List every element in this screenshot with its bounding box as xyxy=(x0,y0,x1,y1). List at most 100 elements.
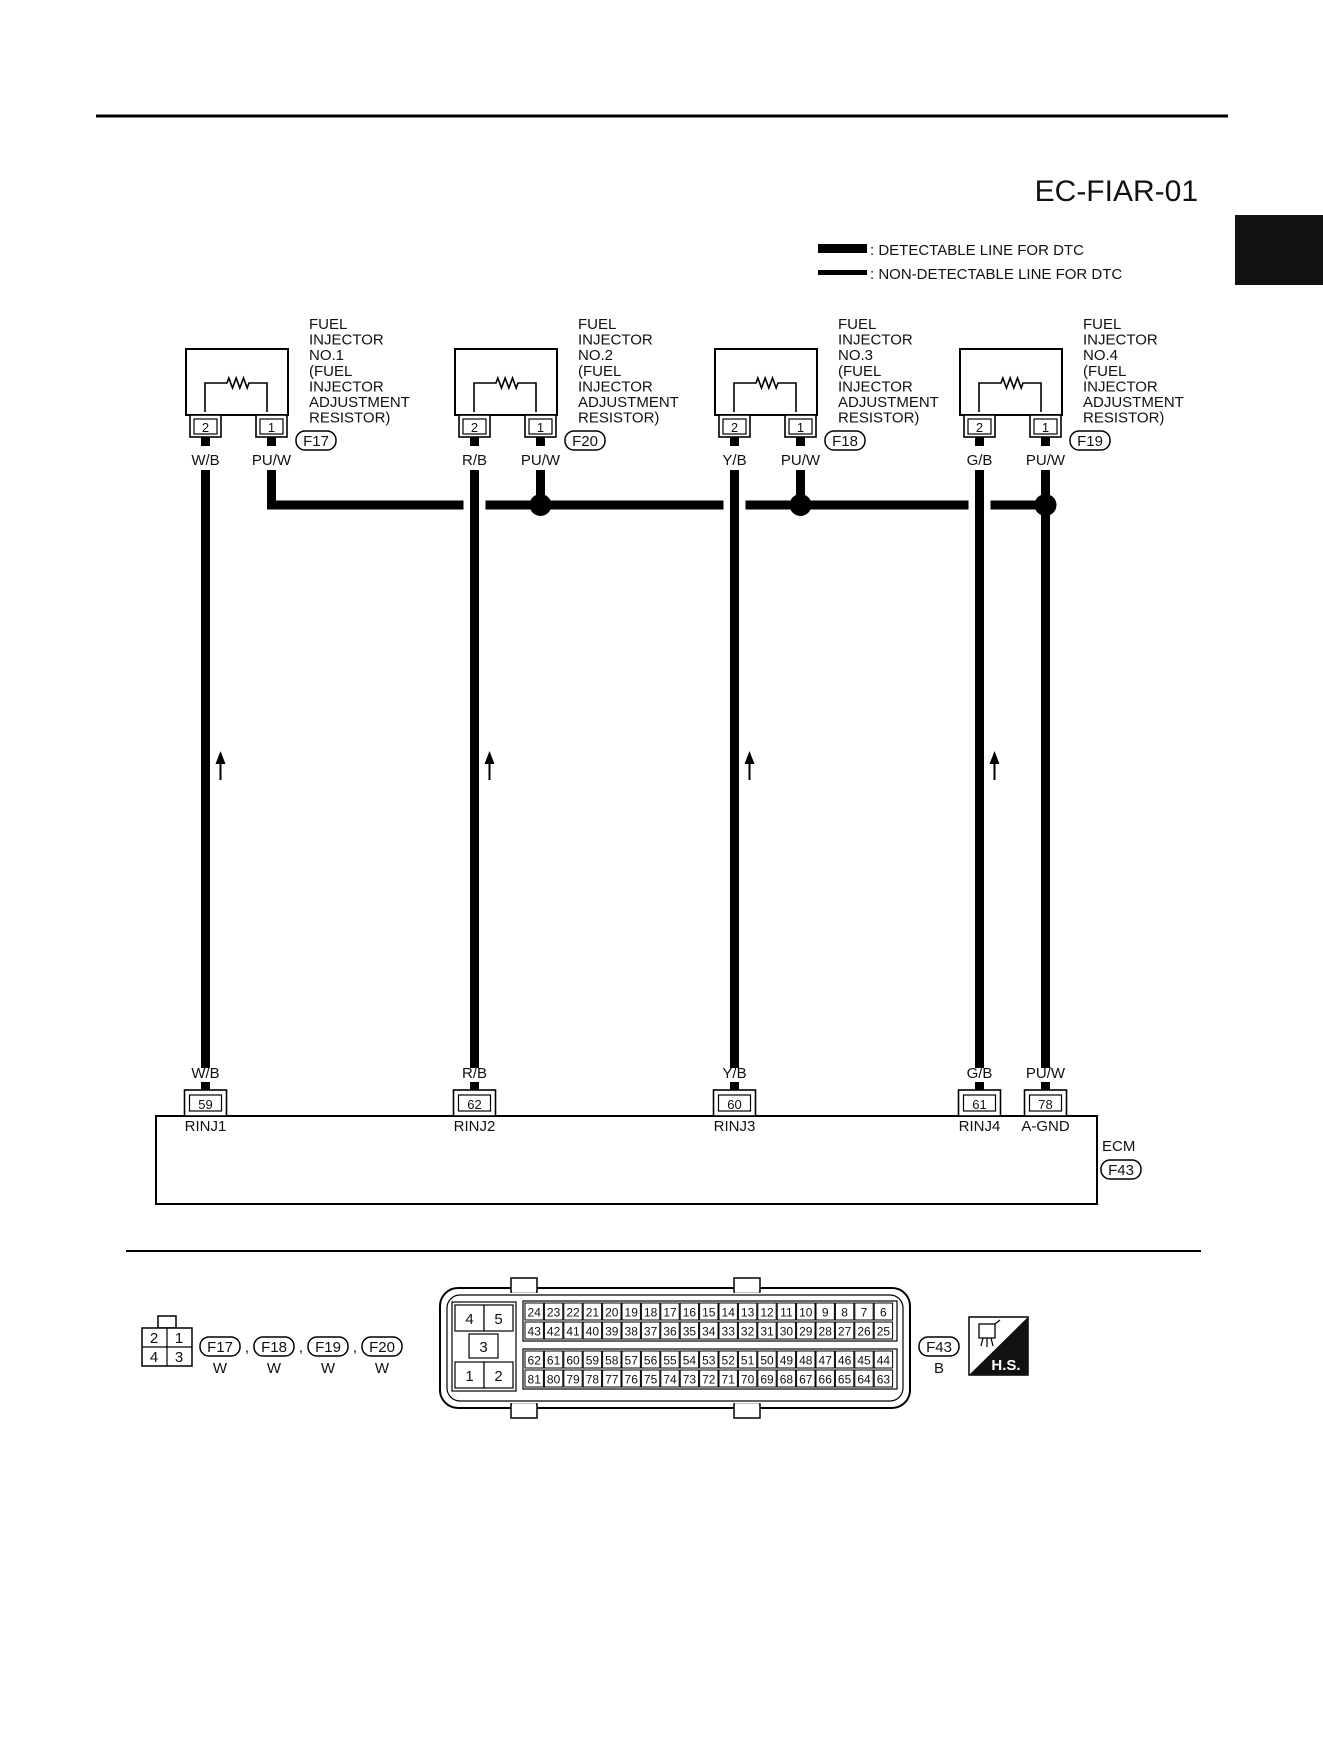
ecm-pin-cell xyxy=(563,1350,583,1369)
resistor-symbol xyxy=(733,375,797,412)
injector-pin-b: 1 xyxy=(537,420,544,435)
ecm-pin-cell xyxy=(873,1321,894,1340)
ecm-pin-number: 54 xyxy=(683,1354,697,1368)
ecm-pin-cell xyxy=(834,1302,855,1321)
injector-pin-a: 2 xyxy=(731,420,738,435)
ecm-terminal-signal: RINJ4 xyxy=(959,1118,1001,1135)
injector-name-line: RESISTOR) xyxy=(309,410,390,427)
ecm-terminal-pin-box xyxy=(717,1094,752,1112)
terminal-stub xyxy=(796,437,805,446)
ecm-terminals: W/B59RINJ1R/B62RINJ2Y/B60RINJ3G/B61RINJ4… xyxy=(183,1065,1070,1135)
ecm-pin-cell xyxy=(718,1350,738,1369)
ecm-box xyxy=(155,1115,1098,1205)
ecm-power-cell xyxy=(454,1361,485,1389)
ecm-pin-cell xyxy=(815,1302,835,1321)
ecm-pin-number: 30 xyxy=(780,1325,794,1339)
ecm-pin-cell xyxy=(660,1302,680,1321)
ecm-power-cell xyxy=(483,1361,514,1389)
ecm-pin-cell xyxy=(582,1321,603,1340)
ecm-pin-cell xyxy=(776,1302,797,1321)
ecm-pin-number: 20 xyxy=(605,1306,619,1320)
small-pin-4: 4 xyxy=(150,1349,158,1366)
terminal-stub xyxy=(536,437,545,446)
small-connector-id: F19 xyxy=(315,1339,341,1356)
ecm-pin-number: 49 xyxy=(780,1354,794,1368)
ecm-pin-cell xyxy=(621,1302,641,1321)
ecm-terminal-stub xyxy=(730,1082,739,1090)
injector-wire-a: R/B xyxy=(462,452,487,469)
ecm-terminal-pin: 60 xyxy=(727,1097,741,1112)
ecm-pin-number: 69 xyxy=(760,1373,774,1387)
ecm-pin-number: 23 xyxy=(547,1306,561,1320)
ecm-pin-cell xyxy=(718,1321,738,1340)
ecm-pin-number: 47 xyxy=(819,1354,833,1368)
injector-connector-oval xyxy=(295,430,337,451)
ecm-pin-number: 75 xyxy=(644,1373,658,1387)
harness-wires xyxy=(201,470,1000,1068)
ecm-power-pin: 1 xyxy=(465,1368,473,1385)
small-connector-oval xyxy=(307,1336,349,1357)
ecm-pin-cell xyxy=(737,1321,758,1340)
ecm-pin-cell xyxy=(640,1321,661,1340)
ecm-pin-cell xyxy=(640,1369,661,1388)
ecm-pin-cell xyxy=(660,1369,680,1388)
injector-wire-b: PU/W xyxy=(1026,452,1066,469)
small-connector-id: F18 xyxy=(261,1339,287,1356)
ecm-pin-cell xyxy=(757,1369,777,1388)
ecm-power-cell xyxy=(468,1333,499,1359)
injector-terminal-inner xyxy=(259,418,284,435)
ecm-pin-number: 31 xyxy=(760,1325,774,1339)
ecm-pin-cell xyxy=(737,1350,758,1369)
ecm-pin-cell xyxy=(699,1302,719,1321)
ecm-connector-face-id: F43 B xyxy=(918,1336,960,1377)
ecm-power-block xyxy=(451,1301,517,1392)
ecm-pin-number: 43 xyxy=(528,1325,542,1339)
ecm-pin-cell xyxy=(640,1302,661,1321)
injector-terminal-inner xyxy=(1033,418,1058,435)
ecm-pin-number: 37 xyxy=(644,1325,658,1339)
ecm-pin-number: 53 xyxy=(702,1354,716,1368)
ecm-pin-cell xyxy=(718,1369,738,1388)
ecm-pin-number: 52 xyxy=(722,1354,736,1368)
ecm-face-color: B xyxy=(934,1360,944,1377)
small-connector-oval xyxy=(361,1336,403,1357)
ecm-terminal-wire: G/B xyxy=(967,1065,993,1082)
hs-badge: H.S. xyxy=(968,1316,1029,1376)
ecm-terminal-stub xyxy=(975,1082,984,1090)
ecm-pin-cell xyxy=(582,1302,603,1321)
small-connector-face: 2 1 4 3 xyxy=(141,1315,193,1367)
ecm-terminal-wire: PU/W xyxy=(1026,1065,1066,1082)
small-connector-oval xyxy=(253,1336,295,1357)
ecm-pin-cell xyxy=(757,1302,777,1321)
ecm-pin-cell xyxy=(757,1350,777,1369)
ecm-terminal-pin: 61 xyxy=(972,1097,986,1112)
ecm-pin-number: 12 xyxy=(760,1306,774,1320)
injector-terminal-inner xyxy=(193,418,218,435)
small-connector-color: W xyxy=(213,1360,228,1377)
ecm-pin-cell xyxy=(699,1321,719,1340)
injector-wire-a: Y/B xyxy=(722,452,746,469)
ecm-pin-number: 57 xyxy=(625,1354,639,1368)
bus-drop-1 xyxy=(267,470,1046,510)
small-pin-3: 3 xyxy=(175,1349,183,1366)
injector-name-line: ADJUSTMENT xyxy=(1083,394,1184,411)
injector-connector-oval xyxy=(1069,430,1111,451)
ecm-terminal-pin-box xyxy=(188,1094,223,1112)
ecm-pin-cell xyxy=(873,1350,894,1369)
terminal-stub xyxy=(730,437,739,446)
ecm-terminal-signal: A-GND xyxy=(1021,1118,1070,1135)
id-separator: , xyxy=(299,1339,303,1356)
ecm-pin-cell xyxy=(524,1302,544,1321)
injector-terminal-inner xyxy=(722,418,747,435)
ecm-pin-cell xyxy=(602,1302,622,1321)
resistor-symbol xyxy=(473,375,537,412)
ecm-pin-number: 55 xyxy=(663,1354,677,1368)
injector-name-line: ADJUSTMENT xyxy=(578,394,679,411)
injector-terminal-inner xyxy=(788,418,813,435)
ecm-pin-number: 41 xyxy=(566,1325,580,1339)
